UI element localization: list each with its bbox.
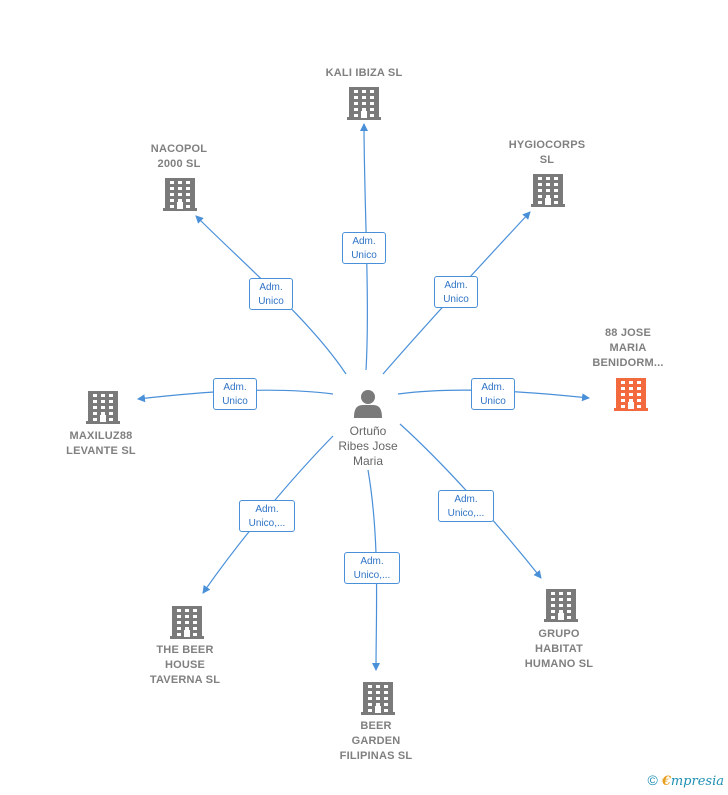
edge-label-beergarden[interactable]: Adm. Unico,... xyxy=(344,552,400,584)
brand-name: mpresia xyxy=(670,774,724,789)
edge-label-hygiocorps[interactable]: Adm. Unico xyxy=(434,276,478,308)
person-name-line: Maria xyxy=(352,454,383,468)
edge-label-beerhouse[interactable]: Adm. Unico,... xyxy=(239,500,295,532)
company-label-line: MAXILUZ88 xyxy=(69,430,133,442)
edge-label-grupo[interactable]: Adm. Unico,... xyxy=(438,490,494,522)
icons-layer xyxy=(86,87,648,715)
edge-label-line: Unico xyxy=(222,396,248,407)
company-label-line: HOUSE xyxy=(164,659,206,671)
building-icon-maxiluz[interactable] xyxy=(86,391,120,424)
edge-label-line: Unico xyxy=(258,296,284,307)
copyright-symbol: © xyxy=(647,772,658,788)
edge-label-line: Unico,... xyxy=(248,518,286,529)
edge-label-maxiluz[interactable]: Adm. Unico xyxy=(213,378,257,410)
company-label-kali[interactable]: KALI IBIZA SL xyxy=(304,66,424,81)
company-label-line: BENIDORM... xyxy=(592,357,664,369)
brand-initial: € xyxy=(661,774,671,789)
building-icon-nacopol[interactable] xyxy=(163,178,197,211)
edge-label-line: Unico,... xyxy=(447,508,485,519)
edge-label-line: Adm. xyxy=(481,382,505,393)
company-label-line: TAVERNA SL xyxy=(149,674,221,686)
company-label-line: MARIA xyxy=(609,342,647,354)
edge-label-line: Adm. xyxy=(352,236,376,247)
edge-label-line: Adm. xyxy=(255,504,279,515)
edge-label-kali[interactable]: Adm. Unico xyxy=(342,232,386,264)
company-label-beerhouse[interactable]: THE BEER HOUSE TAVERNA SL xyxy=(125,643,245,688)
edge-label-line: Unico,... xyxy=(353,570,391,581)
edge-label-line: Adm. xyxy=(454,494,478,505)
building-icon-hygiocorps[interactable] xyxy=(531,174,565,207)
person-icon[interactable] xyxy=(354,390,382,418)
company-label-line: 2000 SL xyxy=(157,158,201,170)
building-icon-grupo[interactable] xyxy=(544,589,578,622)
edge-label-line: Adm. xyxy=(223,382,247,393)
company-label-line: BEER xyxy=(360,720,392,732)
company-label-beergarden[interactable]: BEER GARDEN FILIPINAS SL xyxy=(316,719,436,764)
building-icon-jose88[interactable] xyxy=(614,378,648,411)
company-label-line: GRUPO xyxy=(538,628,580,640)
edge-label-line: Unico xyxy=(480,396,506,407)
building-icon-kali[interactable] xyxy=(347,87,381,120)
company-label-line: NACOPOL xyxy=(150,143,208,155)
edge-label-line: Unico xyxy=(443,294,469,305)
building-icon-beergarden[interactable] xyxy=(361,682,395,715)
company-label-line: HUMANO SL xyxy=(524,658,594,670)
company-label-line: SL xyxy=(539,154,555,166)
edge-label-line: Adm. xyxy=(360,556,384,567)
edge-label-nacopol[interactable]: Adm. Unico xyxy=(249,278,293,310)
company-label-line: THE BEER xyxy=(156,644,214,656)
person-name-line: Ribes Jose xyxy=(338,439,398,453)
company-label-line: LEVANTE SL xyxy=(66,445,136,457)
edge-label-line: Adm. xyxy=(259,282,283,293)
company-label-jose88[interactable]: 88 JOSE MARIA BENIDORM... xyxy=(568,326,688,371)
empresia-logo: ©€mpresia xyxy=(647,772,724,789)
company-label-nacopol[interactable]: NACOPOL 2000 SL xyxy=(119,142,239,172)
building-icon-beerhouse[interactable] xyxy=(170,606,204,639)
edge-label-line: Unico xyxy=(351,250,377,261)
edge-label-jose88[interactable]: Adm. Unico xyxy=(471,378,515,410)
company-label-grupo[interactable]: GRUPO HABITAT HUMANO SL xyxy=(499,627,619,672)
company-label-line: FILIPINAS SL xyxy=(339,750,413,762)
company-label-line: 88 JOSE xyxy=(604,327,652,339)
company-label-line: HYGIOCORPS xyxy=(508,139,586,151)
company-label-hygiocorps[interactable]: HYGIOCORPS SL xyxy=(487,138,607,168)
company-label-line: KALI IBIZA SL xyxy=(325,67,403,79)
edge-label-line: Adm. xyxy=(444,280,468,291)
person-name-line: Ortuño xyxy=(349,424,387,438)
company-label-line: HABITAT xyxy=(534,643,584,655)
company-label-line: GARDEN xyxy=(351,735,401,747)
